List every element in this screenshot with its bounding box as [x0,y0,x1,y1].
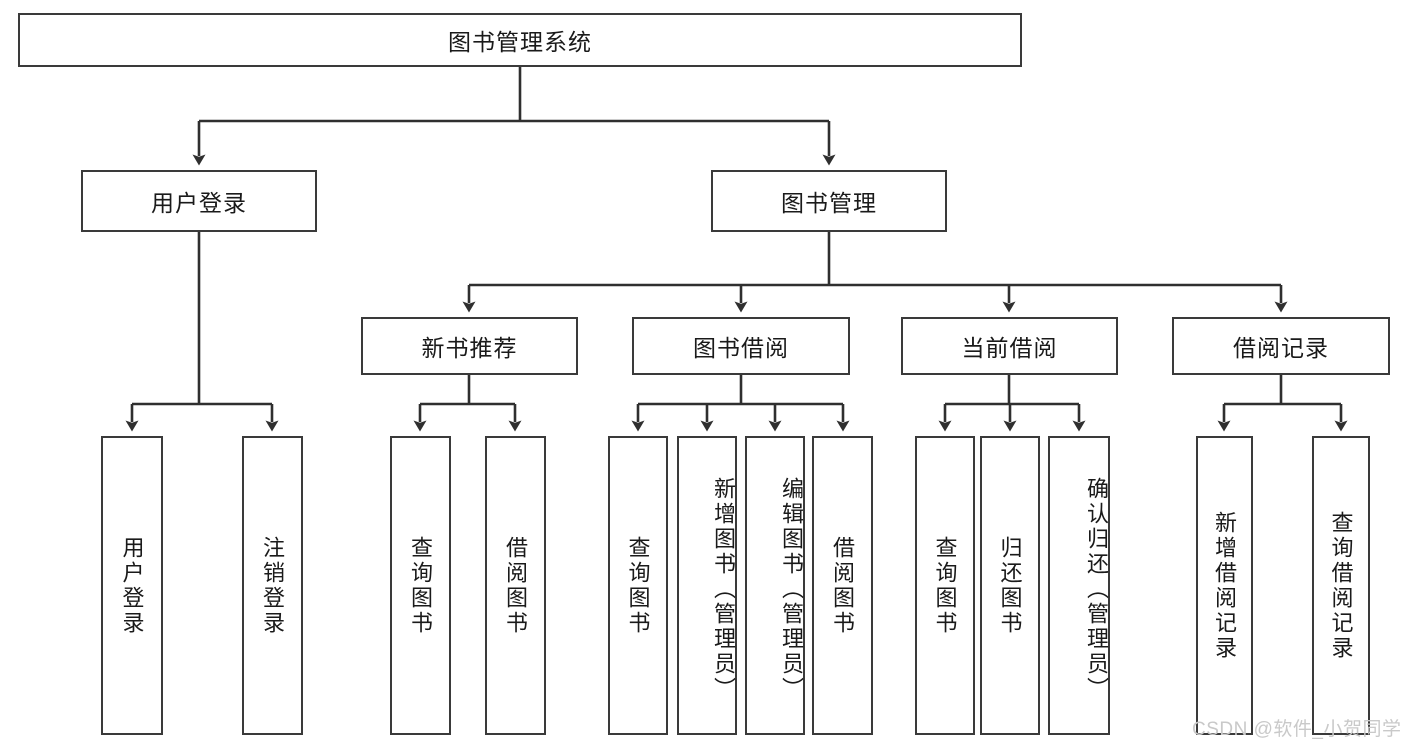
node-new-book-recommend[interactable]: 新书推荐 [361,317,578,375]
node-label: 查询图书 [625,535,651,636]
node-label: 确认归还（管理员） [1084,477,1109,702]
node-label: 用户登录 [119,535,145,636]
node-label: 图书管理 [781,190,877,216]
node-book-management[interactable]: 图书管理 [711,170,947,232]
node-label: 当前借阅 [961,335,1058,361]
node-book-borrow[interactable]: 图书借阅 [632,317,850,375]
node-label: 归还图书 [997,535,1023,636]
node-borrow-record[interactable]: 借阅记录 [1172,317,1390,375]
leaf-current-borrow-query-book[interactable]: 查询图书 [915,436,975,735]
node-label: 图书借阅 [693,335,789,361]
leaf-book-borrow-add-book-admin[interactable]: 新增图书（管理员） [677,436,737,735]
node-label: 编辑图书（管理员） [779,477,804,702]
leaf-borrow-record-add-record[interactable]: 新增借阅记录 [1196,436,1253,735]
node-label: 查询图书 [932,535,958,636]
node-root-book-management-system[interactable]: 图书管理系统 [18,13,1022,67]
node-label: 查询图书 [408,535,434,636]
leaf-new-book-borrow-book[interactable]: 借阅图书 [485,436,546,735]
leaf-new-book-query-book[interactable]: 查询图书 [390,436,451,735]
node-label: 用户登录 [151,190,247,216]
node-current-borrow[interactable]: 当前借阅 [901,317,1118,375]
leaf-current-borrow-return-book[interactable]: 归还图书 [980,436,1040,735]
node-label: 借阅记录 [1233,335,1329,361]
csdn-watermark: CSDN @软件_小贺同学 [1192,719,1402,740]
node-label: 新书推荐 [421,335,518,361]
node-label: 借阅图书 [503,535,529,636]
leaf-book-borrow-borrow-book[interactable]: 借阅图书 [812,436,873,735]
leaf-current-borrow-confirm-return-admin[interactable]: 确认归还（管理员） [1048,436,1110,735]
node-label: 新增借阅记录 [1212,510,1238,661]
node-label: 借阅图书 [830,535,856,636]
leaf-book-borrow-edit-book-admin[interactable]: 编辑图书（管理员） [745,436,805,735]
leaf-book-borrow-query-book[interactable]: 查询图书 [608,436,668,735]
node-label: 新增图书（管理员） [711,477,736,702]
leaf-borrow-record-query-record[interactable]: 查询借阅记录 [1312,436,1370,735]
leaf-user-login-login[interactable]: 用户登录 [101,436,163,735]
node-user-login[interactable]: 用户登录 [81,170,317,232]
node-label: 注销登录 [260,535,286,636]
node-label: 查询借阅记录 [1328,510,1354,661]
leaf-user-login-logout[interactable]: 注销登录 [242,436,303,735]
node-label: 图书管理系统 [448,29,592,55]
